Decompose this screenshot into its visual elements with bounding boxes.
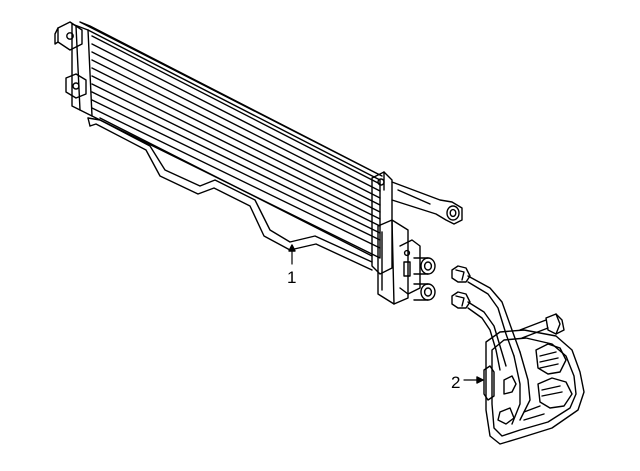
hose-clamp-section	[535, 343, 573, 409]
right-end-tank	[371, 171, 393, 275]
callout-label-1: 1	[287, 268, 297, 287]
cooler-line-assembly	[451, 265, 585, 445]
fitting-block	[377, 219, 421, 305]
fitting-port-lower	[413, 283, 436, 301]
leader-line-2	[463, 376, 484, 384]
fitting-port-upper	[413, 257, 436, 275]
leader-line-1	[288, 244, 296, 265]
callout-label-2: 2	[451, 373, 461, 392]
bracket-side-flange	[483, 365, 495, 401]
line-bracket-plate	[485, 329, 585, 445]
left-mount-bracket-upper	[54, 21, 83, 51]
right-mount-bracket	[391, 181, 463, 225]
cooler-tubes	[467, 275, 531, 425]
lower-guard-rail	[87, 117, 373, 271]
bracket-inner-details	[497, 375, 545, 425]
mounting-bolt	[519, 313, 565, 339]
tube-fitting-upper	[451, 265, 471, 283]
tube-fitting-lower	[451, 291, 471, 309]
oil-cooler-assembly	[54, 21, 463, 305]
left-mount-bracket-lower	[65, 73, 87, 99]
cooler-core	[71, 21, 383, 259]
